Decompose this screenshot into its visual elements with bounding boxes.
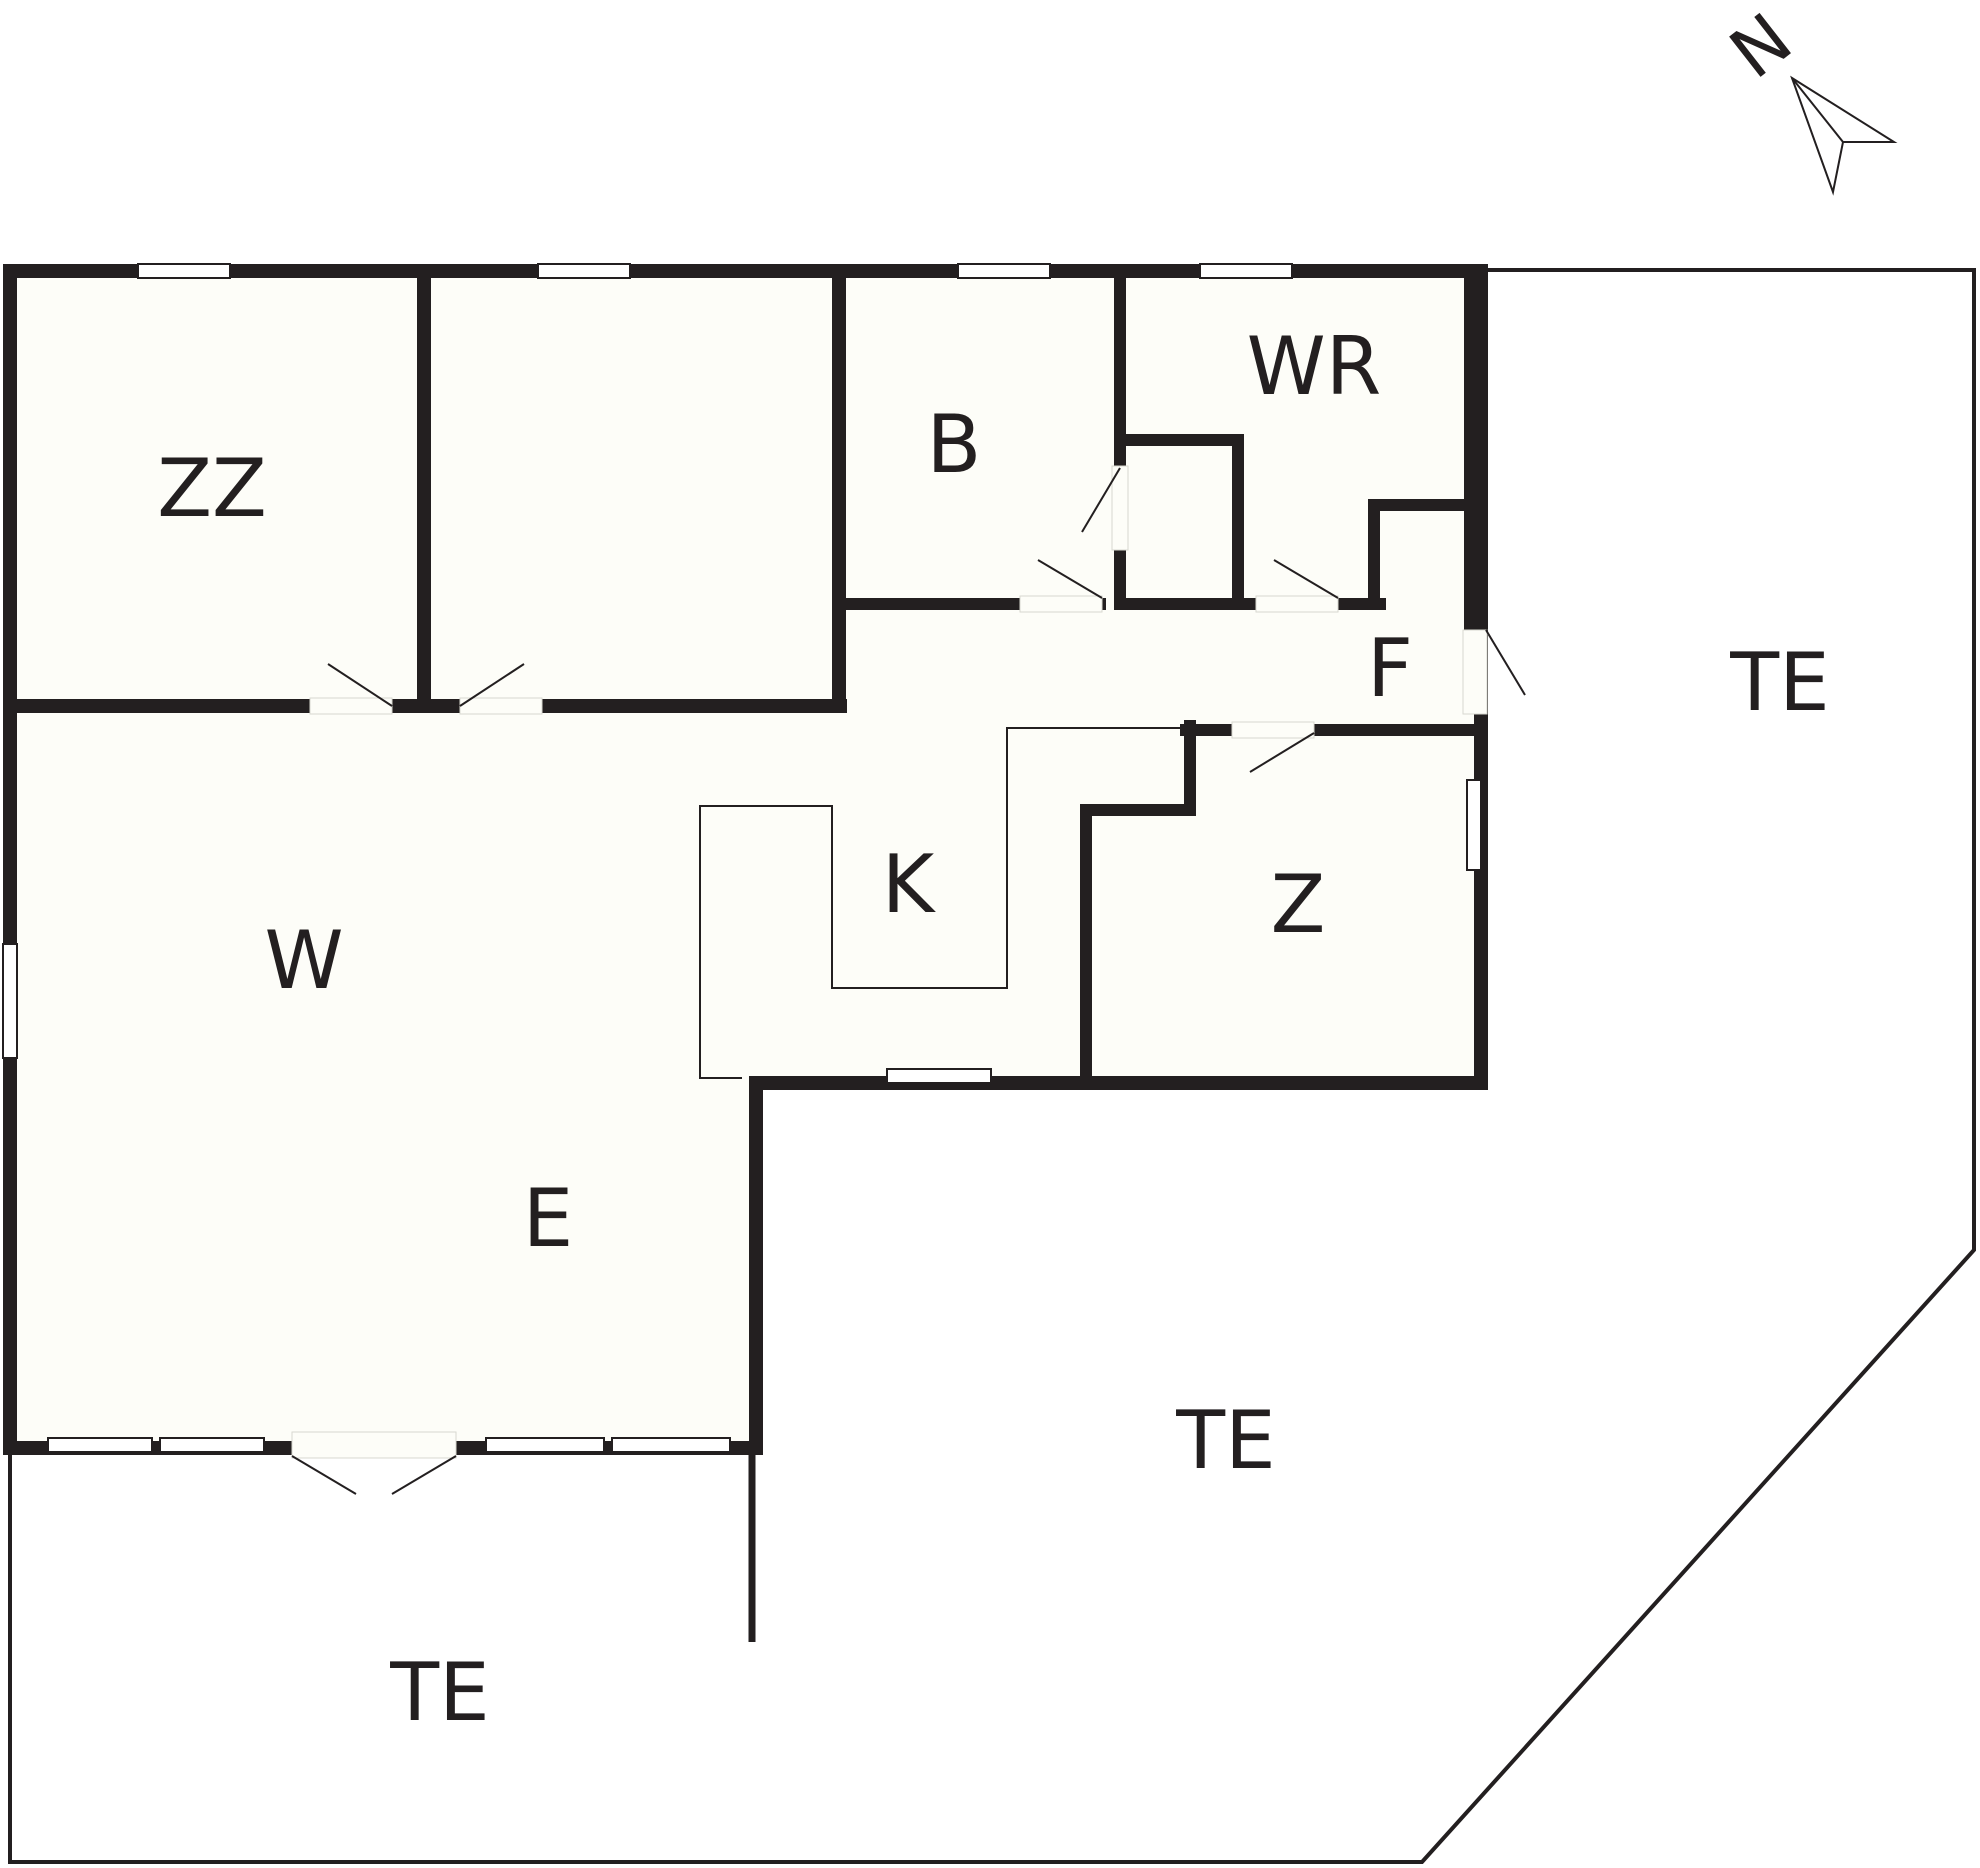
room-label-e: E [523,1172,574,1265]
room-label-b: B [927,398,982,491]
kitchen-counter [699,727,1186,1079]
room-label-te-south: TE [1175,1394,1275,1487]
room-label-w: W [264,914,343,1007]
room-label-k: K [882,838,937,931]
room-label-te-east: TE [1729,636,1829,729]
door-swings [291,467,1526,1495]
room-label-wr: WR [1247,320,1382,413]
room-label-z: Z [1271,858,1326,951]
door-openings [291,465,1488,1459]
room-labels: ZZ B WR F K Z W E TE TE TE [157,320,1830,1739]
north-arrow-icon: N [1715,0,1898,196]
windows [2,263,1482,1453]
room-label-te-southwest: TE [389,1646,489,1739]
room-label-f: F [1367,622,1413,715]
outer-wall [3,264,1488,1455]
room-label-zz: ZZ [157,442,267,535]
